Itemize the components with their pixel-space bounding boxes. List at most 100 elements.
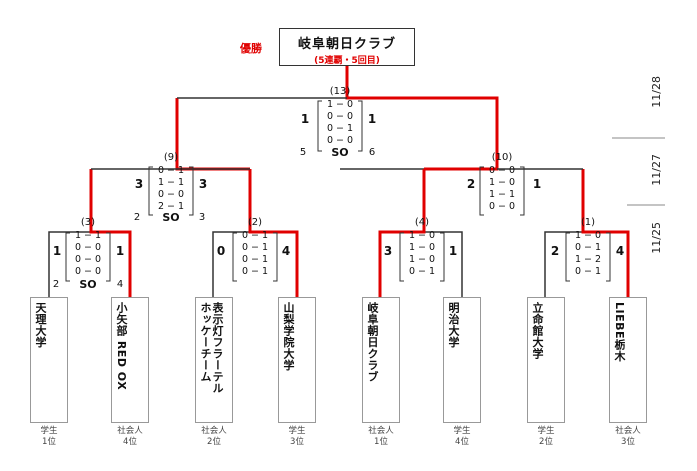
team-rank: 4位 [123,437,137,447]
period-score: 1 − 1 [488,189,516,200]
total-score-right: 1 [367,112,377,126]
match-number: (3) [80,217,96,228]
match-number: (4) [414,217,430,228]
team-category: 社会人 [368,426,394,436]
total-score-right: 1 [448,244,458,258]
match-number: (13) [329,86,351,97]
period-score: 1 − 0 [408,254,436,265]
total-score-left: 3 [134,177,144,191]
team-name: 表示灯フラーテル ホッケーチーム [199,302,224,394]
team-name: LIEBE栃木 [613,302,626,363]
period-score: 0 − 0 [157,189,185,200]
line-yamanashi-win [248,169,299,297]
period-score: 1 − 1 [157,177,185,188]
period-score: 2 − 1 [157,201,185,212]
shootout-label: SO [162,211,180,224]
line-gifu-win [378,169,426,297]
period-score: 1 − 2 [574,254,602,265]
champion-name: 岐阜朝日クラブ [297,37,396,52]
team-rank: 4位 [455,437,469,447]
shootout-score-left: 2 [133,212,141,223]
period-score: 0 − 0 [74,242,102,253]
period-score: 0 − 0 [488,165,516,176]
period-score: 1 − 0 [408,242,436,253]
total-score-left: 1 [52,244,62,258]
shootout-label: SO [79,278,97,291]
total-score-right: 4 [615,244,625,258]
team-name: 立命館大学 [531,302,544,360]
period-score: 0 − 1 [326,123,354,134]
total-score-left: 2 [550,244,560,258]
team-category: 学生 [40,426,58,436]
team-box: 小矢部 RED OX [111,297,149,423]
team-name: 小矢部 RED OX [115,302,128,391]
team-box: LIEBE栃木 [609,297,647,423]
period-score: 1 − 0 [574,230,602,241]
team-box: 立命館大学 [527,297,565,423]
period-score: 0 − 0 [74,254,102,265]
total-score-left: 1 [300,112,310,126]
champion-subtitle: (5連覇・5回目) [314,56,380,66]
team-rank: 1位 [42,437,56,447]
team-rank: 1位 [374,437,388,447]
period-score: 1 − 0 [488,177,516,188]
match-number: (9) [163,152,179,163]
shootout-score-left: 5 [299,147,307,158]
shootout-score-right: 4 [116,279,124,290]
team-category: 学生 [537,426,555,436]
total-score-left: 0 [216,244,226,258]
line-liebe-win [581,169,630,297]
line-tenri [48,231,91,297]
period-score: 0 − 1 [241,230,269,241]
team-name: 岐阜朝日クラブ [366,302,379,383]
period-score: 0 − 1 [241,254,269,265]
shootout-score-left: 2 [52,279,60,290]
period-score: 0 − 1 [408,266,436,277]
shootout-label: SO [331,146,349,159]
total-score-left: 3 [383,244,393,258]
total-score-left: 2 [466,177,476,191]
team-box: 岐阜朝日クラブ [362,297,400,423]
period-score: 1 − 1 [74,230,102,241]
team-name: 明治大学 [447,302,460,348]
date-first-round: 11/25 [650,222,663,254]
team-box: 天理大学 [30,297,68,423]
team-rank: 2位 [539,437,553,447]
team-name: 天理大学 [34,302,47,348]
match-number: (10) [491,152,513,163]
team-category: 社会人 [615,426,641,436]
team-box: 山梨学院大学 [278,297,316,423]
shootout-score-right: 6 [368,147,376,158]
team-box: 表示灯フラーテル ホッケーチーム [195,297,233,423]
period-score: 0 − 0 [326,135,354,146]
total-score-right: 1 [532,177,542,191]
period-score: 0 − 0 [326,111,354,122]
period-score: 1 − 0 [326,99,354,110]
team-rank: 3位 [290,437,304,447]
winner-label: 優勝 [240,42,262,55]
total-score-right: 4 [281,244,291,258]
period-score: 0 − 1 [574,266,602,277]
match-number: (2) [247,217,263,228]
match-number: (1) [580,217,596,228]
period-score: 0 − 1 [241,242,269,253]
period-score: 0 − 1 [241,266,269,277]
team-category: 社会人 [201,426,227,436]
period-score: 0 − 1 [157,165,185,176]
team-category: 学生 [453,426,471,436]
line-oyabe-win [89,169,132,297]
total-score-right: 1 [115,244,125,258]
